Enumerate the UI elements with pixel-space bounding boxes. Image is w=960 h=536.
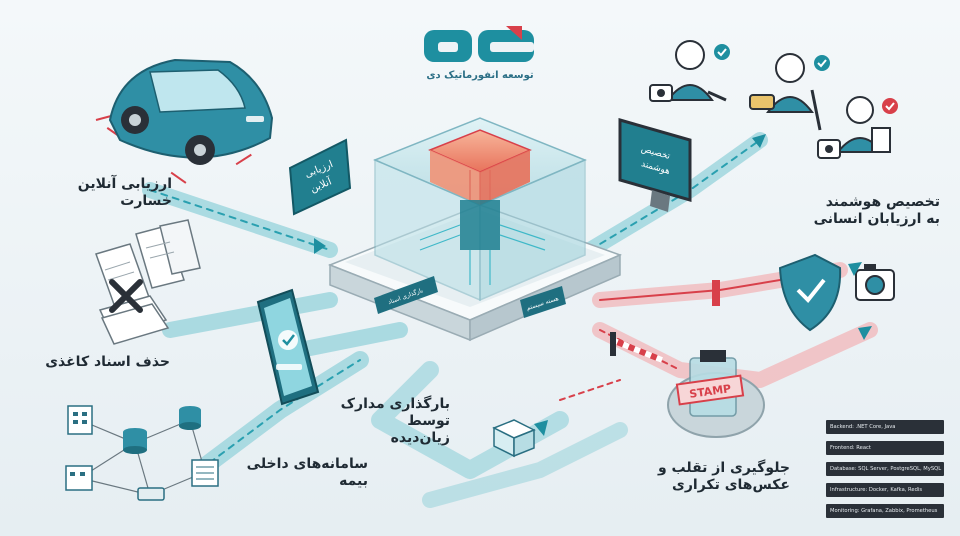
assessor-1-icon bbox=[649, 40, 727, 102]
label-fraud-prevention-line2: عکس‌های تکراری bbox=[672, 477, 790, 493]
stamp-text: STAMP bbox=[688, 382, 731, 401]
shield-icon bbox=[778, 253, 842, 332]
label-internal-systems-line2: بیمه bbox=[339, 473, 368, 489]
small-box-icon bbox=[492, 419, 536, 458]
tech-stack-database: Database: SQL Server, PostgreSQL, MySQL bbox=[826, 462, 944, 476]
check-badge-icon-red bbox=[882, 98, 898, 114]
label-doc-upload-line2: توسط bbox=[407, 413, 450, 429]
brand-name: توسعه انفورماتیک دی bbox=[426, 70, 534, 81]
stamp-icon: STAMP bbox=[667, 350, 765, 438]
tech-stack-monitoring: Monitoring: Grafana, Zabbix, Prometheus bbox=[826, 504, 944, 518]
label-internal-systems: سامانه‌های داخلی بیمه bbox=[238, 456, 368, 490]
label-fraud-prevention: جلوگیری از تقلب و عکس‌های تکراری bbox=[640, 460, 790, 494]
internal-systems-network-icon bbox=[65, 405, 219, 501]
label-remove-paper: حذف اسناد کاغذی bbox=[45, 354, 170, 370]
label-doc-upload: بارگذاری مدارک توسط زیان‌دیده bbox=[330, 396, 450, 447]
label-doc-upload-line1: بارگذاری مدارک bbox=[340, 396, 450, 412]
barrier-icon bbox=[610, 280, 720, 363]
car-icon bbox=[93, 58, 285, 192]
assessor-3-icon bbox=[817, 96, 891, 159]
label-online-assessment-line2: خسارت bbox=[120, 193, 172, 209]
tech-stack-backend: Backend: .NET Core, Java bbox=[826, 420, 944, 434]
online-assessment-sign: ارزیابی آنلاین bbox=[288, 138, 352, 216]
label-fraud-prevention-line1: جلوگیری از تقلب و bbox=[657, 460, 790, 476]
label-smart-assignment-line2: به ارزیابان انسانی bbox=[813, 211, 940, 227]
label-smart-assignment-line1: تخصیص هوشمند bbox=[825, 194, 940, 210]
camera-icon bbox=[855, 264, 895, 301]
company-logo bbox=[424, 26, 534, 62]
delete-x-icon bbox=[109, 279, 143, 313]
label-online-assessment: ارزیابی آنلاین خسارت bbox=[52, 176, 172, 210]
label-online-assessment-line1: ارزیابی آنلاین bbox=[77, 176, 172, 192]
check-badge-icon bbox=[714, 44, 730, 60]
flow-arrows bbox=[314, 134, 872, 436]
check-badge-icon bbox=[814, 55, 830, 71]
smart-assignment-monitor: تخصیص هوشمند bbox=[618, 118, 692, 212]
hub-label-right: هسته سیستم bbox=[520, 286, 566, 318]
phone-upload-icon bbox=[256, 288, 320, 406]
tech-stack-infrastructure: Infrastructure: Docker, Kafka, Redis bbox=[826, 483, 944, 497]
label-smart-assignment: تخصیص هوشمند به ارزیابان انسانی bbox=[780, 194, 940, 228]
label-doc-upload-line3: زیان‌دیده bbox=[390, 430, 450, 446]
tech-stack-frontend: Frontend: React bbox=[826, 441, 944, 455]
assessor-2-icon bbox=[749, 53, 822, 131]
paper-documents-icon bbox=[95, 219, 201, 345]
label-internal-systems-line1: سامانه‌های داخلی bbox=[246, 456, 368, 472]
